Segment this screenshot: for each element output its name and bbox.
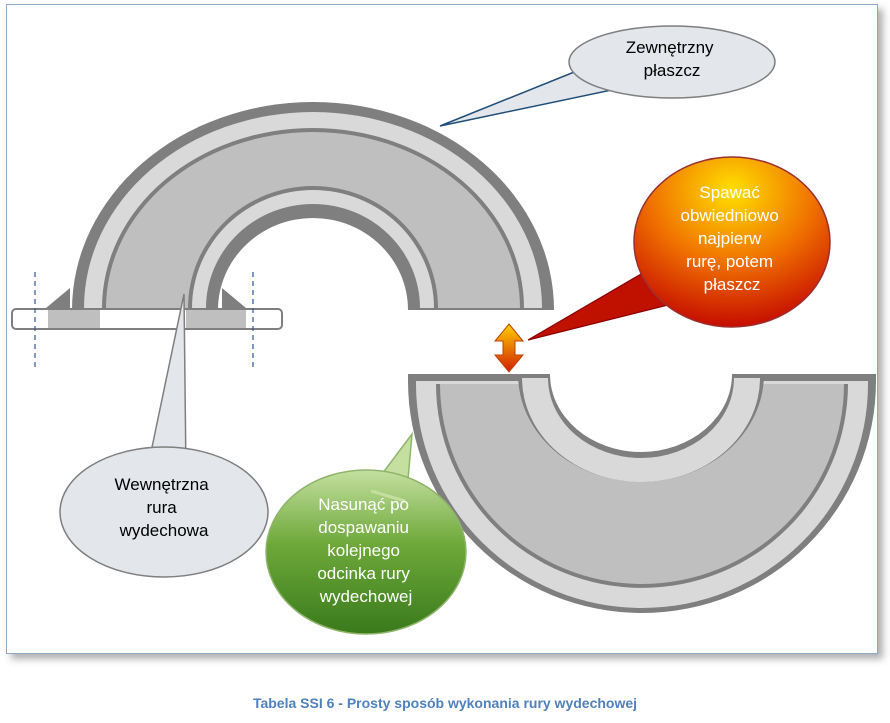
outer-jacket-line: Zewnętrzny <box>626 38 714 57</box>
callout-weld: Spawać obwiedniowo najpierw rurę, potem … <box>527 156 831 341</box>
slide-line: odcinka rury <box>317 564 410 583</box>
weld-line: płaszcz <box>704 275 761 294</box>
svg-text:Zewnętrzny płaszcz: Zewnętrzny płaszcz <box>626 38 719 80</box>
pipe-diagram: Zewnętrzny płaszcz Spawać obwiedniowo na… <box>11 25 876 635</box>
upper-pipe-bend <box>72 102 554 310</box>
inner-pipe-line: rura <box>147 498 178 517</box>
inner-pipe-line: wydechowa <box>119 521 209 540</box>
weld-line: Spawać <box>699 183 760 202</box>
weld-line: rurę, potem <box>686 252 773 271</box>
slide-line: wydechowej <box>319 587 413 606</box>
weld-line: najpierw <box>698 229 762 248</box>
flange <box>11 272 283 368</box>
svg-text:Spawać obwiedniowo: Spawać obwiedniowo najpierw rurę, potem … <box>680 183 783 294</box>
figure-caption: Tabela SSI 6 - Prosty sposób wykonania r… <box>252 695 638 711</box>
slide-line: Nasunąć po <box>318 495 409 514</box>
svg-text:Nasunąć po dospawaniu: Nasunąć po dospawaniu kolejnego odcinka … <box>317 495 414 606</box>
callout-inner-pipe: Wewnętrzna rura wydechowa <box>59 293 269 578</box>
lower-pipe-bend <box>408 374 876 613</box>
weld-line: obwiedniowo <box>680 206 778 225</box>
callout-slide: Nasunąć po dospawaniu kolejnego odcinka … <box>265 431 467 635</box>
double-arrow-icon <box>493 323 525 373</box>
slide-line: kolejnego <box>327 541 400 560</box>
inner-pipe-line: Wewnętrzna <box>115 475 210 494</box>
outer-jacket-line: płaszcz <box>644 61 701 80</box>
callout-outer-jacket: Zewnętrzny płaszcz <box>439 25 776 127</box>
svg-text:Wewnętrzna rura wy: Wewnętrzna rura wydechowa <box>115 475 214 540</box>
slide-line: dospawaniu <box>318 518 409 537</box>
